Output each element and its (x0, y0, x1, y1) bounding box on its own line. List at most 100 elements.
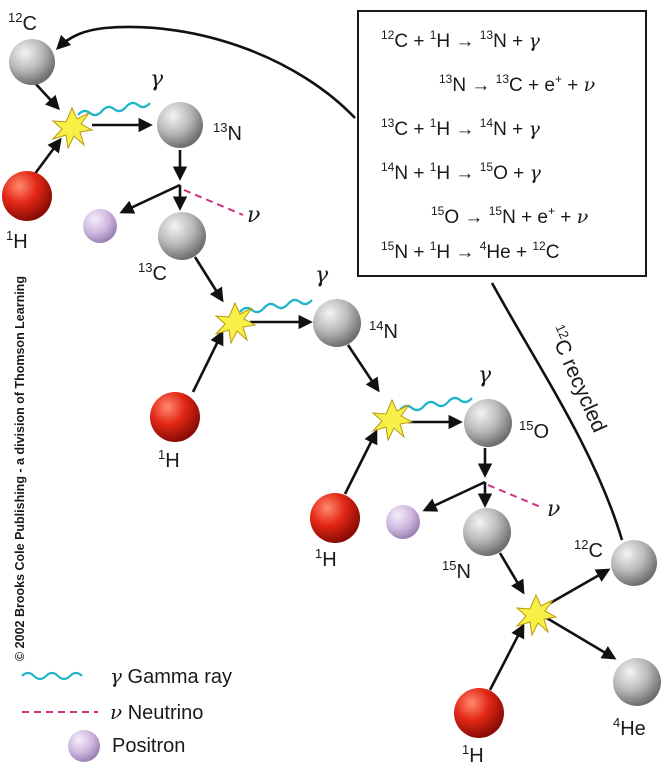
gamma-symbol-2: γ (315, 263, 329, 288)
eq3-text-2: H (436, 119, 456, 140)
svg-text:14N: 14N (369, 318, 398, 343)
carbon-12-bottom-nucleus (611, 540, 657, 586)
eq2-positron-charge: + (554, 72, 562, 86)
label-n13-mass: 13 (213, 120, 227, 135)
svg-text:1H: 1H (462, 742, 484, 767)
arrow-icon: → (455, 119, 480, 140)
label-c13-mass: 13 (138, 260, 152, 275)
equation-5: 15O → 15N + e+ + ν (431, 204, 588, 229)
label-h1-b-symbol: H (165, 450, 179, 472)
label-c13-symbol: C (152, 263, 166, 285)
arrow-icon: → (464, 207, 489, 228)
eq6-n15-mass: 15 (381, 239, 395, 253)
label-n15-symbol: N (456, 561, 470, 583)
legend-positron-dot (68, 730, 100, 762)
legend-neutrino-label: Neutrino (127, 702, 204, 724)
eq4-o15-mass: 15 (479, 160, 494, 174)
legend-gamma-wave (21, 671, 83, 681)
label-c12-bottom-symbol: C (588, 540, 602, 562)
arrow-icon: → (471, 75, 496, 96)
positron-b (386, 505, 420, 539)
label-o15-symbol: O (533, 421, 549, 443)
arrow-icon: → (455, 242, 480, 263)
hydrogen-1-c-nucleus (310, 493, 360, 543)
equation-2: 13N → 13C + e+ + ν (439, 72, 595, 97)
label-n13-symbol: N (227, 123, 241, 145)
hydrogen-1-a-nucleus (2, 171, 52, 221)
flash-2 (214, 301, 257, 345)
helium-4-nucleus (613, 658, 661, 706)
copyright-notice: © 2002 Brooks Cole Publishing - a divisi… (13, 276, 27, 661)
eq1-text-1: C + (394, 31, 430, 52)
label-h1-d-symbol: H (469, 745, 483, 767)
hydrogen-1-b-nucleus (150, 392, 200, 442)
label-c12-top-symbol: C (22, 13, 36, 35)
eq5-text-3: + (555, 207, 577, 228)
equation-1: 12C + 1H → 13N + γ (381, 28, 540, 53)
eq4-text-2: H (436, 163, 456, 184)
eq5-positron-charge: + (548, 204, 556, 218)
svg-text:15N: 15N (442, 558, 471, 583)
eq6-text-4: C (545, 242, 560, 263)
eq4-n14-mass: 14 (381, 160, 395, 174)
label-h1-b-mass: 1 (158, 447, 165, 462)
label-o15-mass: 15 (519, 418, 533, 433)
flash-1 (51, 106, 94, 150)
label-h1-d-mass: 1 (462, 742, 469, 757)
legend-graphics (21, 671, 100, 762)
label-he4-symbol: He (620, 718, 646, 740)
eq1-h1-mass: 1 (429, 28, 437, 42)
eq3-h1-mass: 1 (429, 116, 437, 130)
legend-gamma-label: Gamma ray (127, 666, 232, 688)
label-h1-c-mass: 1 (315, 546, 322, 561)
gamma-symbol-1: γ (150, 67, 164, 92)
label-h1-a-symbol: H (13, 231, 27, 253)
eq2-c13-mass: 13 (495, 72, 509, 86)
eq6-h1-mass: 1 (429, 239, 437, 253)
eq3-n14-mass: 14 (479, 116, 494, 130)
oxygen-15-nucleus (464, 399, 512, 447)
eq2-text-1: N (452, 75, 472, 96)
positron-a (83, 209, 117, 243)
svg-text:4He: 4He (613, 715, 646, 740)
nitrogen-14-nucleus (313, 299, 361, 347)
recycled-label-text: C recycled (549, 336, 610, 436)
eq4-gamma: γ (529, 162, 541, 184)
eq6-text-1: N + (394, 242, 430, 263)
legend-positron: Positron (112, 735, 185, 758)
svg-text:13C: 13C (138, 260, 167, 285)
eq1-text-3: N + (493, 31, 529, 52)
nucleus-labels: 12C 1H 13N 13C 1H 14N 15O 1H 15N 12C 1H … (6, 10, 646, 767)
svg-text:12C: 12C (574, 537, 603, 562)
flash-3 (371, 398, 414, 442)
label-n15-mass: 15 (442, 558, 456, 573)
carbon-12-top-nucleus (9, 39, 55, 85)
eq4-h1-mass: 1 (429, 160, 437, 174)
equation-6: 15N + 1H → 4He + 12C (381, 239, 560, 264)
equation-3: 13C + 1H → 14N + γ (381, 116, 540, 141)
arrow-icon: → (455, 163, 480, 184)
label-h1-c-symbol: H (322, 549, 336, 571)
neutrino-symbol-1: ν (247, 203, 260, 228)
nitrogen-15-nucleus (463, 508, 511, 556)
label-he4-mass: 4 (613, 715, 620, 730)
recycled-label-mass: 12 (553, 322, 573, 341)
hydrogen-1-d-nucleus (454, 688, 504, 738)
svg-text:1H: 1H (6, 228, 28, 253)
svg-text:1H: 1H (158, 447, 180, 472)
eq5-o15-mass: 15 (431, 204, 445, 218)
gamma-symbol-3: γ (478, 363, 492, 388)
eq2-text-3: + (561, 75, 584, 96)
eq3-text-3: N + (493, 119, 529, 140)
reaction-flashes (51, 106, 558, 637)
eq3-gamma: γ (528, 118, 540, 140)
recycle-curve-right (490, 282, 624, 541)
label-c12-bottom-mass: 12 (574, 537, 588, 552)
eq1-gamma: γ (528, 30, 540, 52)
eq5-n15-mass: 15 (488, 204, 503, 218)
eq5-text-2: N + e (502, 207, 549, 228)
label-c12-top-mass: 12 (8, 10, 22, 25)
svg-text:1H: 1H (315, 546, 337, 571)
eq4-text-1: N + (394, 163, 430, 184)
nitrogen-13-nucleus (157, 102, 203, 148)
